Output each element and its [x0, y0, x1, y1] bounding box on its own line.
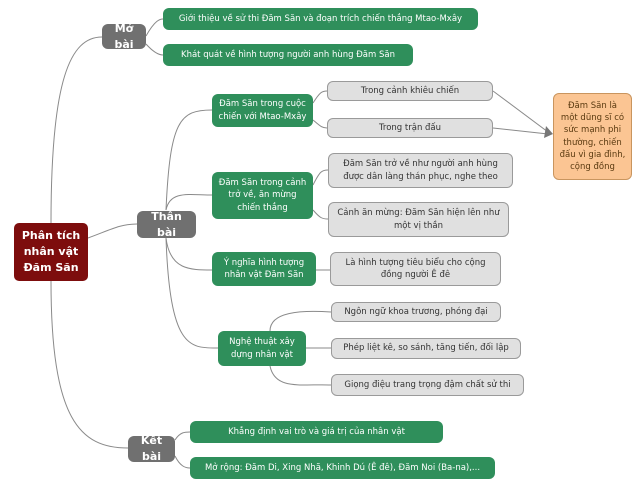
ket-bai-item[interactable]: Khẳng định vai trò và giá trị của nhân v…: [190, 421, 443, 443]
summary-node[interactable]: Đăm Săn là một dũng sĩ có sức mạnh phi t…: [553, 93, 632, 180]
ket-bai-item[interactable]: Mở rộng: Đăm Di, Xing Nhã, Khinh Dú (Ê đ…: [190, 457, 495, 479]
section-mo-bai[interactable]: Mở bài: [102, 22, 146, 51]
battle-item[interactable]: Trong cảnh khiêu chiến: [327, 81, 493, 101]
branch-art[interactable]: Nghệ thuật xây dựng nhân vật: [218, 331, 306, 366]
arrow-head-icon: [544, 126, 553, 138]
mo-bai-item[interactable]: Giới thiệu về sử thi Đăm Săn và đoạn trí…: [163, 8, 478, 30]
branch-return[interactable]: Đăm Săn trong cảnh trở về, ăn mừng chiến…: [212, 172, 313, 219]
return-item[interactable]: Cảnh ăn mừng: Đăm Săn hiện lên như một v…: [328, 202, 509, 237]
section-than-bai[interactable]: Thân bài: [137, 210, 196, 239]
root-node[interactable]: Phân tích nhân vật Đăm Săn: [14, 223, 88, 281]
branch-meaning[interactable]: Ý nghĩa hình tượng nhân vật Đăm Săn: [212, 252, 316, 286]
art-item[interactable]: Phép liệt kê, so sánh, tăng tiến, đối lậ…: [331, 338, 521, 359]
battle-item[interactable]: Trong trận đấu: [327, 118, 493, 138]
branch-battle[interactable]: Đăm Săn trong cuộc chiến với Mtao-Mxây: [212, 94, 313, 127]
meaning-item[interactable]: Là hình tượng tiêu biểu cho cộng đồng ng…: [330, 252, 501, 286]
mo-bai-item[interactable]: Khát quát về hình tượng người anh hùng Đ…: [163, 44, 413, 66]
art-item[interactable]: Giọng điệu trang trọng đậm chất sử thi: [331, 374, 524, 396]
return-item[interactable]: Đăm Săn trở về như người anh hùng được d…: [328, 153, 513, 188]
art-item[interactable]: Ngôn ngữ khoa trương, phóng đại: [331, 302, 501, 322]
section-ket-bai[interactable]: Kết bài: [128, 434, 175, 463]
